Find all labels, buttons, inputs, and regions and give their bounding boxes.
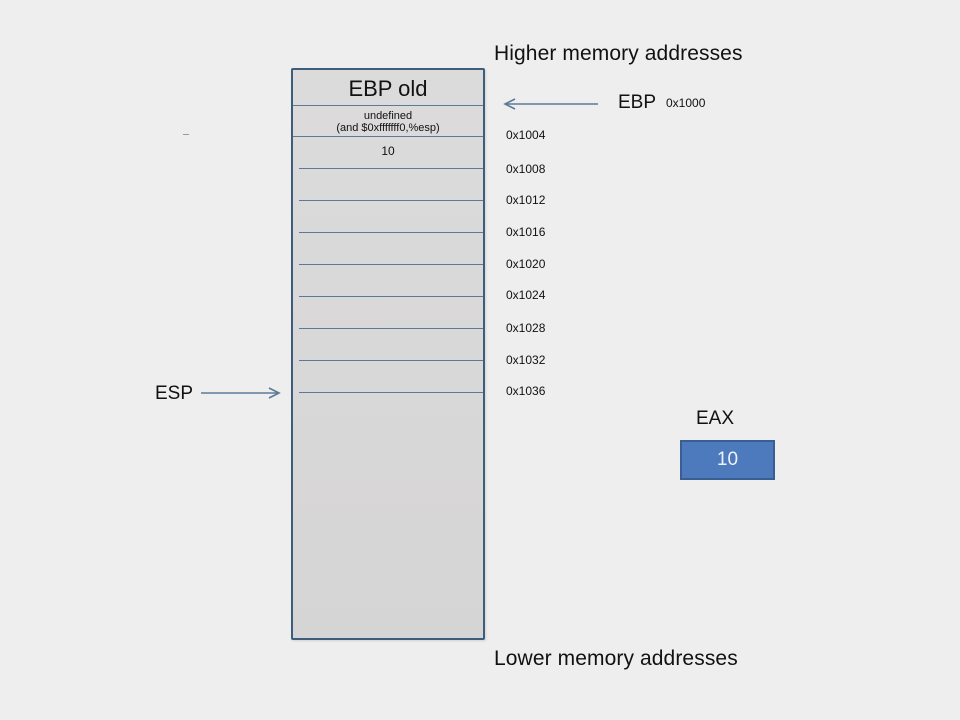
address-label: 0x1004: [506, 128, 546, 142]
address-label: 0x1024: [506, 288, 546, 302]
address-label: 0x1008: [506, 162, 546, 176]
stack-cell-ebp-old: EBP old: [348, 76, 428, 101]
stack-divider: [299, 296, 483, 297]
stack-divider: [299, 328, 483, 329]
stack-divider: [299, 168, 483, 169]
stack-divider: [299, 360, 483, 361]
address-label: 0x1012: [506, 193, 546, 207]
address-label: 0x1032: [506, 353, 546, 367]
stack-divider: [299, 232, 483, 233]
ebp-label: EBP: [618, 92, 657, 113]
higher-memory-label: Higher memory addresses: [494, 42, 743, 65]
stack-frame: EBP old undefined (and $0xfffffff0,%esp)…: [291, 68, 485, 640]
eax-label: EAX: [696, 408, 735, 429]
address-label: 0x1016: [506, 225, 546, 239]
stack-cell-undefined-line2: (and $0xfffffff0,%esp): [336, 122, 440, 134]
stack-divider: [299, 392, 483, 393]
ebp-arrow: [503, 98, 598, 110]
tick-mark: [183, 134, 189, 135]
esp-arrow: [201, 387, 281, 399]
address-label: 0x1028: [506, 321, 546, 335]
address-label: 0x1036: [506, 384, 546, 398]
ebp-value: 0x1000: [666, 96, 706, 110]
stack-divider: [293, 105, 483, 106]
address-label: 0x1020: [506, 257, 546, 271]
stack-cell-value: 10: [381, 144, 395, 158]
stack-divider: [299, 264, 483, 265]
stack-cell-undefined-line1: undefined: [363, 110, 413, 122]
eax-register-box: 10: [680, 440, 775, 480]
stack-divider: [299, 200, 483, 201]
esp-label: ESP: [155, 383, 194, 404]
lower-memory-label: Lower memory addresses: [494, 647, 738, 670]
stack-divider: [293, 136, 483, 137]
